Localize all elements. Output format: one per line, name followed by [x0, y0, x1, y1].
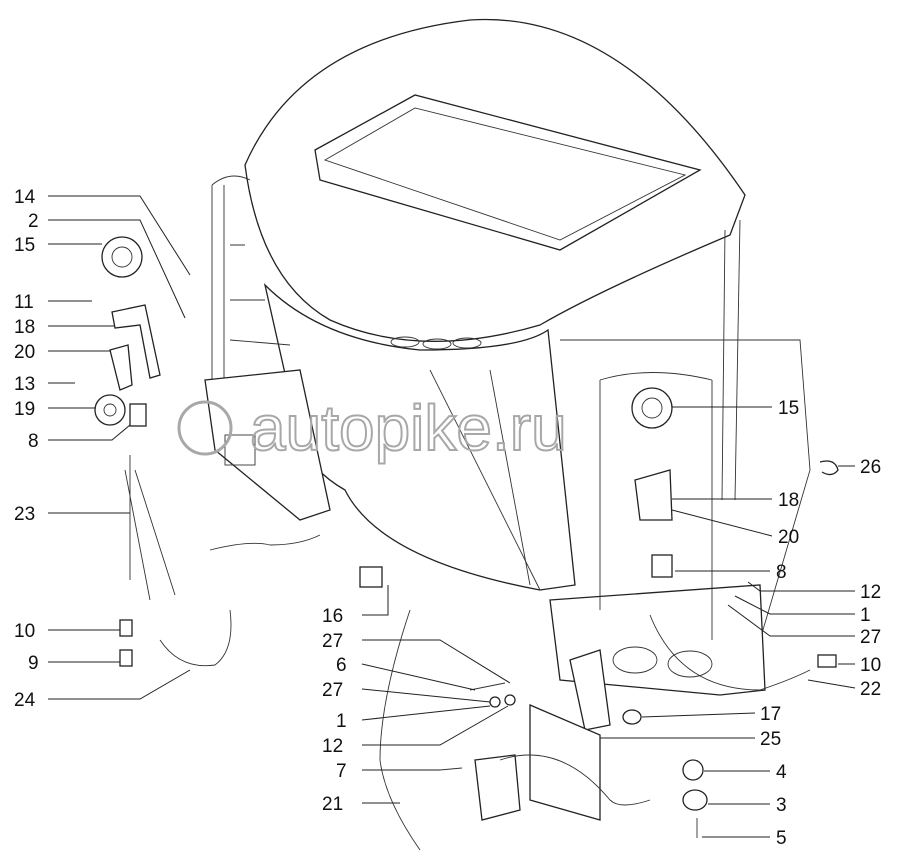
- callout: 18: [14, 317, 35, 338]
- relay-left: [129, 403, 147, 427]
- watermark-text: autopike.ru: [250, 392, 567, 464]
- callout: 15: [14, 235, 35, 256]
- relay-right: [651, 554, 673, 578]
- bracket-left: [111, 304, 161, 379]
- callouts-left: 14 2 15 11 18 20 13 19 8 23 10 9 24: [14, 187, 191, 711]
- control-module: [474, 754, 521, 821]
- cab-assembly: [204, 18, 811, 851]
- watermark: autopike.ru: [177, 391, 568, 465]
- callout: 20: [14, 342, 35, 363]
- callout: 14: [14, 187, 36, 208]
- work-lamp-left: [101, 236, 143, 278]
- bracket-right: [634, 469, 673, 521]
- callout: 16: [322, 606, 343, 627]
- callout: 8: [776, 562, 787, 583]
- callout: 13: [14, 374, 35, 395]
- work-lamp-right: [631, 387, 673, 429]
- callout: 12: [860, 582, 881, 603]
- callout: 10: [14, 621, 35, 642]
- callout: 10: [860, 655, 881, 676]
- horn: [94, 394, 126, 426]
- callout: 23: [14, 504, 35, 525]
- callout: 27: [860, 627, 881, 648]
- callouts-right: 15 26 18 20 8 12 1 27 10 22 17 25 4 3 5: [600, 398, 881, 849]
- callout: 15: [778, 398, 799, 419]
- relay-16: [359, 566, 383, 588]
- callouts-middle: 16 27 6 27 1 12 7 21: [322, 585, 511, 815]
- callout: 27: [322, 680, 343, 701]
- callout: 25: [760, 729, 781, 750]
- callout: 27: [322, 631, 343, 652]
- callout: 26: [860, 457, 881, 478]
- callout: 7: [336, 761, 347, 782]
- callout: 1: [336, 711, 347, 732]
- callout: 22: [860, 679, 881, 700]
- callout: 19: [14, 399, 35, 420]
- callout: 2: [28, 211, 39, 232]
- callout: 11: [14, 292, 34, 313]
- callout: 17: [760, 704, 781, 725]
- callout: 20: [778, 527, 799, 548]
- mounting-plate: [529, 704, 601, 821]
- callout: 9: [28, 653, 39, 674]
- components: [94, 236, 839, 838]
- callout: 1: [860, 605, 871, 626]
- callout: 24: [14, 690, 36, 711]
- callout: 18: [778, 490, 799, 511]
- callout: 8: [28, 431, 39, 452]
- callout: 4: [776, 762, 787, 783]
- callout: 21: [322, 794, 343, 815]
- callout: 5: [776, 828, 787, 849]
- callout: 6: [336, 655, 347, 676]
- callout: 3: [776, 795, 787, 816]
- callout: 12: [322, 736, 343, 757]
